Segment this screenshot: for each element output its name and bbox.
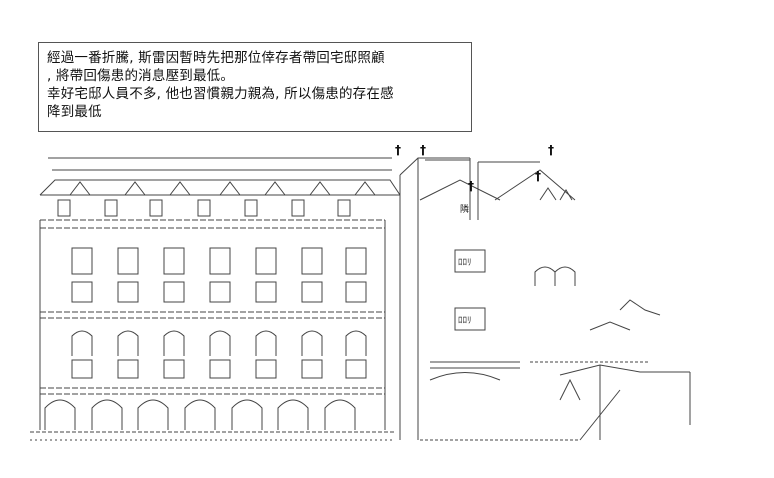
attic-windows [57,199,351,217]
narration-line-3: 幸好宅邸人員不多, 他也習慣親力親為, 所以傷患的存在感 [47,86,394,102]
mansion-ascii-art: † † † † † 隣 ﾛﾛﾘ ﾛﾛﾘ [0,140,774,470]
dormer-4 [219,181,241,196]
wing-window-2 [454,307,486,331]
upper-windows [71,247,367,303]
tree-2 [559,189,573,201]
dormer-2 [124,181,146,196]
roof-slope [39,179,401,196]
dormer-5 [264,181,286,196]
wing-arch-1 [534,266,556,286]
middle-windows [71,330,367,379]
narration-line-2: , 將帶回傷患的消息壓到最低。 [47,68,235,84]
wing-arch-2 [554,266,576,286]
spire-cross-1: † [395,143,401,157]
ground-arches [44,399,356,430]
spire-cross-5: † [468,179,474,193]
wing-gable [419,179,501,201]
tower-roof [399,157,470,176]
narration-line-1: 經過一番折騰, 斯雷因暫時先把那位倖存者帶回宅邸照顧 [47,50,385,66]
spire-cross-4: † [548,143,554,157]
wing-slope [579,389,621,441]
wing-canopy [559,364,690,376]
narration-line-4: 降到最低 [47,104,102,120]
narration-box: 經過一番折騰, 斯雷因暫時先把那位倖存者帶回宅邸照顧 , 將帶回傷患的消息壓到最… [38,42,472,132]
spire-cross-2: † [420,143,426,157]
dormer-7 [354,181,376,196]
dormer-3 [169,181,191,196]
spire-cross-3: † [535,169,541,183]
wing-arch-3 [429,372,501,381]
dormer-1 [69,181,91,196]
wing-window-label-2: ﾛﾛﾘ [458,316,472,326]
wing-gable-2 [494,169,576,201]
wing-window-label-1: ﾛﾛﾘ [458,258,472,268]
dormer-6 [309,181,331,196]
wing-window-1 [454,249,486,273]
tree-1 [539,187,557,201]
foliage-2 [589,321,631,331]
tree-3 [559,378,581,401]
foliage-1 [619,299,661,316]
mansion-illustration: † † † † † 隣 ﾛﾛﾘ ﾛﾛﾘ [30,143,691,441]
wing-sign: 隣 [460,203,469,215]
